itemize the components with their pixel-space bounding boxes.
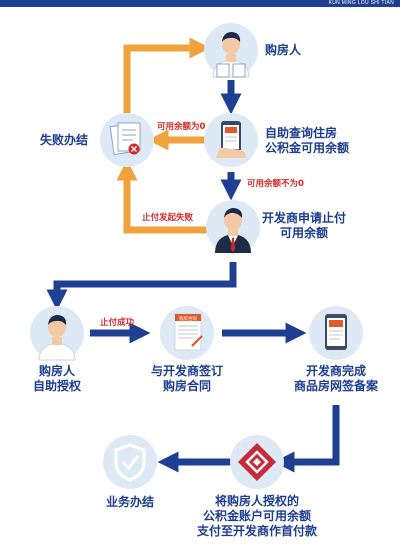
done-label: 业务办结 [90,495,170,510]
developer-filing-line-1: 开发商完成 [305,364,366,378]
buyer-person-icon [212,32,250,78]
buyer-auth-line-2: 自助授权 [32,379,81,393]
fail-documents-icon [109,122,141,155]
self-query-line-2: 公积金可用余额 [265,141,350,155]
edge-stop-pay-fail-label: 止付发起失败 [142,213,194,223]
filing-phone-icon [325,314,347,350]
pay-line-2: 公积金账户可用余额 [202,509,311,523]
shield-check-icon [114,443,146,482]
contract-doc-title: 购房合同 [179,315,197,322]
developer-filing-line-2: 商品房网签备案 [293,379,378,393]
developer-apply-label: 开发商申请止付 可用余额 [262,211,346,241]
buyer-auth-label: 购房人 自助授权 [17,364,97,394]
done-text: 业务办结 [105,495,154,509]
edge-stop-pay-success-label: 止付成功 [100,318,135,328]
buyer-auth-line-1: 购房人 [38,364,75,378]
sign-contract-line-2: 购房合同 [162,379,211,393]
developer-apply-line-2: 可用余额 [280,226,329,240]
self-query-label: 自助查询住房 公积金可用余额 [265,126,349,156]
arrow-fail-to-buyer [123,37,211,113]
arrow-developer-to-buyer-auth [46,262,237,311]
phone-query-icon [216,121,246,158]
edge-balance-zero-label: 可用余额为0 [157,122,206,132]
arrow-developer-to-fail [116,159,208,234]
pay-line-3: 支付至开发商作首付款 [196,524,317,538]
sign-contract-line-1: 与开发商签订 [150,364,223,378]
contract-document-icon: 购房合同 [174,313,203,351]
developer-filing-label: 开发商完成 商品房网签备案 [276,364,396,394]
sign-contract-label: 与开发商签订 购房合同 [137,364,237,394]
self-query-line-1: 自助查询住房 [265,126,338,140]
developer-apply-line-1: 开发商申请止付 [262,211,347,225]
top-banner: KUN MING LOU SHI TIAN [0,0,400,7]
developer-person-icon [215,208,251,253]
buyer-top-text: 购房人 [265,43,302,57]
arrow-filing-to-pay [273,405,340,473]
orange-connectors [116,37,211,234]
buyer-auth-person-icon [38,315,76,361]
fail-text: 失败办结 [40,133,89,147]
housing-fund-logo-icon [238,443,276,481]
brand-text: KUN MING LOU SHI TIAN [328,0,394,6]
node-circles [30,23,363,489]
edge-balance-not-zero-label: 可用余额不为0 [247,179,304,189]
fail-label: 失败办结 [40,133,88,148]
pay-line-1: 将购房人授权的 [214,494,299,508]
pay-label: 将购房人授权的 公积金账户可用余额 支付至开发商作首付款 [187,494,327,539]
buyer-top-label: 购房人 [265,43,301,58]
blue-connectors [46,80,340,473]
